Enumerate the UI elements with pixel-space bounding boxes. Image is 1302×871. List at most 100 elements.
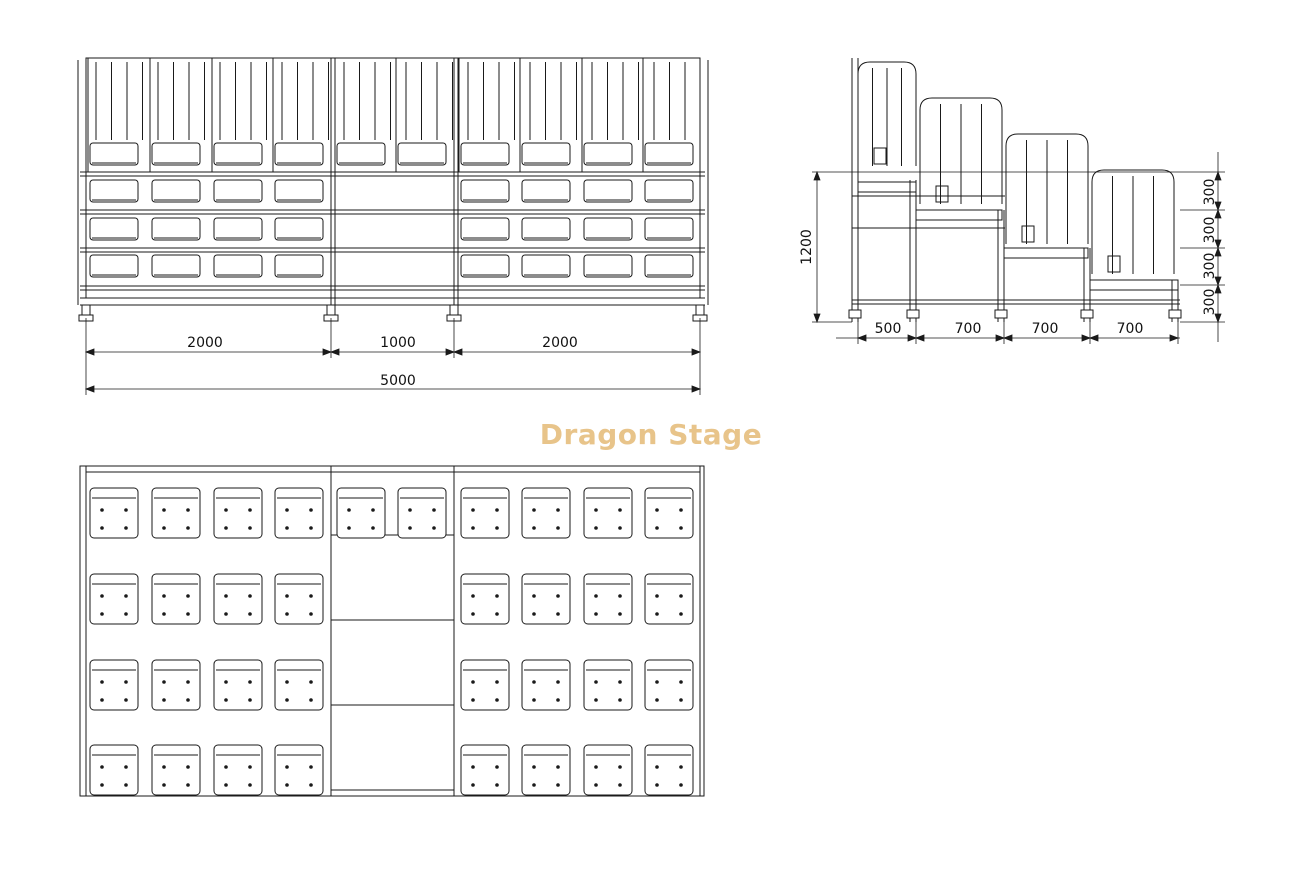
plan-seat-bolt <box>285 526 289 530</box>
plan-seat-bolt <box>100 765 104 769</box>
plan-seat <box>521 487 571 539</box>
plan-view <box>79 465 705 797</box>
plan-seat-bolt <box>618 508 622 512</box>
plan-seat-bolt <box>495 508 499 512</box>
front-seat <box>583 179 633 203</box>
plan-seat-bolt <box>186 612 190 616</box>
plan-seat-bolt <box>309 594 313 598</box>
plan-seat-bolt <box>408 508 412 512</box>
plan-seat-bolt <box>532 508 536 512</box>
plan-seat-bolt <box>309 612 313 616</box>
plan-seat-bolt <box>594 680 598 684</box>
plan-seat-bolt <box>100 680 104 684</box>
plan-seat <box>151 744 201 796</box>
plan-seat-bolt <box>100 783 104 787</box>
plan-seat-bolt <box>495 783 499 787</box>
plan-seat-bolt <box>594 765 598 769</box>
plan-seat-bolt <box>124 526 128 530</box>
plan-seat-bolt <box>186 508 190 512</box>
plan-seat-bolt <box>285 680 289 684</box>
backrest-frame <box>919 97 1003 204</box>
plan-seat-bolt <box>224 680 228 684</box>
plan-seat <box>460 573 510 625</box>
plan-seat <box>583 487 633 539</box>
plan-seat-bolt <box>186 594 190 598</box>
plan-seat-bolt <box>532 783 536 787</box>
plan-seat <box>521 573 571 625</box>
plan-seat <box>213 573 263 625</box>
dim-depth-1: 500 <box>875 321 902 337</box>
plan-seat-bolt <box>224 765 228 769</box>
side-foot <box>994 309 1008 319</box>
plan-seat-bolt <box>162 508 166 512</box>
front-seat <box>521 254 571 278</box>
front-seat-grid <box>89 142 694 278</box>
plan-seat <box>336 487 386 539</box>
plan-seat-bolt <box>594 594 598 598</box>
plan-seat-bolt <box>285 508 289 512</box>
plan-seat-bolt <box>618 765 622 769</box>
plan-seat-bolt <box>655 783 659 787</box>
leg-post <box>326 304 336 316</box>
plan-seat <box>274 487 324 539</box>
plan-seat-bolt <box>162 783 166 787</box>
plan-seat-bolt <box>471 594 475 598</box>
watermark-text: Dragon Stage <box>539 418 763 451</box>
plan-seat-bolt <box>594 783 598 787</box>
plan-seat-bolt <box>495 680 499 684</box>
dim-bay-right: 2000 <box>542 335 578 351</box>
plan-seat-bolt <box>248 698 252 702</box>
plan-seat-bolt <box>124 765 128 769</box>
dim-bay-middle: 1000 <box>380 335 416 351</box>
front-seat <box>89 217 139 241</box>
plan-seat-bolt <box>285 612 289 616</box>
plan-seat <box>89 487 139 539</box>
plan-seat-bolt <box>532 594 536 598</box>
plan-seat <box>274 744 324 796</box>
plan-seat <box>213 659 263 711</box>
plan-seat-bolt <box>309 680 313 684</box>
plan-seat-bolt <box>556 698 560 702</box>
plan-seat <box>644 487 694 539</box>
front-seat <box>89 142 139 166</box>
plan-seat <box>644 573 694 625</box>
plan-seat-bolt <box>124 698 128 702</box>
plan-seat-bolt <box>186 698 190 702</box>
dim-bay-left: 2000 <box>187 335 223 351</box>
plan-seat-bolt <box>248 680 252 684</box>
front-seat <box>583 254 633 278</box>
front-seat <box>274 254 324 278</box>
plan-seat-bolt <box>309 765 313 769</box>
plan-seat <box>89 659 139 711</box>
plan-seat-bolt <box>248 594 252 598</box>
plan-seat <box>583 573 633 625</box>
front-seat <box>583 217 633 241</box>
plan-seat-bolt <box>594 526 598 530</box>
plan-seat-bolt <box>347 526 351 530</box>
plan-seat-bolt <box>556 783 560 787</box>
plan-seat-bolt <box>285 765 289 769</box>
plan-seat <box>583 659 633 711</box>
plan-seat-bolt <box>224 698 228 702</box>
plan-seat-bolt <box>186 680 190 684</box>
side-feet <box>848 309 1182 319</box>
plan-seat-bolt <box>162 526 166 530</box>
plan-seat-bolt <box>655 680 659 684</box>
plan-seat <box>89 573 139 625</box>
plan-seat-bolt <box>224 594 228 598</box>
plan-seat <box>151 659 201 711</box>
plan-seat-bolt <box>248 612 252 616</box>
plan-seat-bolt <box>100 526 104 530</box>
plan-seat-bolt <box>679 680 683 684</box>
plan-seat-bolt <box>124 612 128 616</box>
plan-seat-bolt <box>124 508 128 512</box>
plan-seat <box>521 744 571 796</box>
side-elevation-view <box>848 58 1182 322</box>
front-seat <box>644 179 694 203</box>
dim-depth-2: 700 <box>955 321 982 337</box>
plan-seat-bolt <box>100 612 104 616</box>
dim-total-width: 5000 <box>380 373 416 389</box>
side-foot <box>848 309 862 319</box>
plan-seat-bolt <box>224 526 228 530</box>
front-seat <box>151 142 201 166</box>
